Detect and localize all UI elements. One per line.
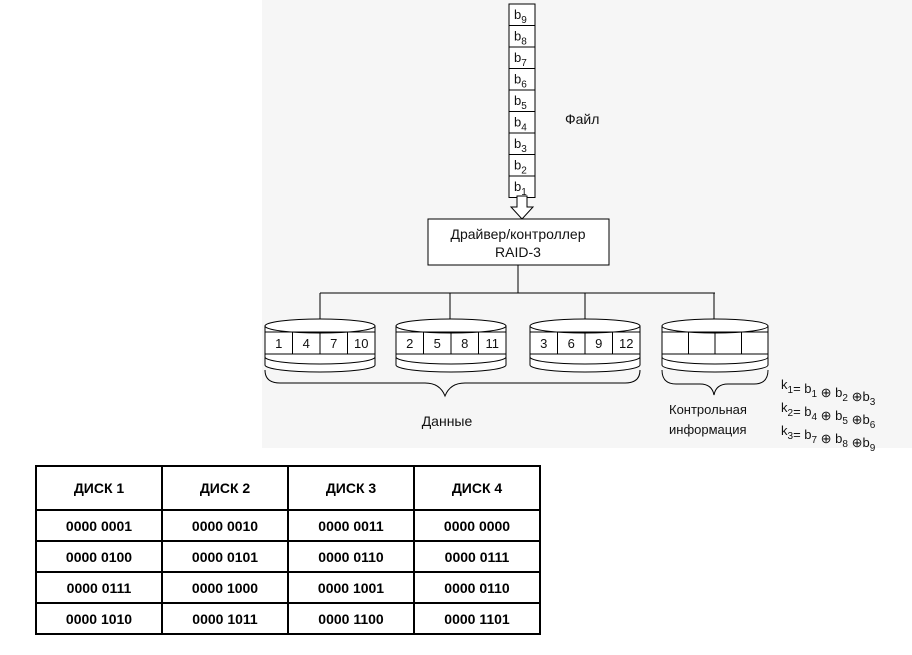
disk-segment-label: 3 [540, 336, 547, 351]
file-block-label: b4 [514, 115, 527, 134]
disk-top [264, 318, 376, 334]
table-cell: 0000 0010 [161, 509, 289, 542]
table-cell: 0000 1001 [287, 571, 415, 604]
table-row: 0000 0001 0000 0010 0000 0011 0000 0000 [35, 509, 541, 542]
data-disk-1: 1 4 7 10 [264, 293, 376, 373]
column-header-disk-1: ДИСК 1 [35, 465, 163, 511]
disk-rim [529, 356, 641, 365]
table-cell: 0000 0011 [287, 509, 415, 542]
disk-top [529, 318, 641, 334]
disk-segment-label: 9 [595, 336, 602, 351]
disk-segment-label: 6 [568, 336, 575, 351]
file-block-label: b8 [514, 29, 527, 48]
data-label: Данные [422, 413, 473, 429]
file-block-label: b2 [514, 158, 527, 177]
disk-array: 1 4 7 10 2 5 8 11 3 6 9 12 [264, 293, 769, 373]
column-header-disk-2: ДИСК 2 [161, 465, 289, 511]
parity-formula: k3= b7 ⊕ b8 ⊕b9 [781, 423, 876, 454]
table-cell: 0000 0110 [287, 540, 415, 573]
file-block-label: b6 [514, 72, 527, 91]
disk-segment-label: 8 [461, 336, 468, 351]
table-cell: 0000 0000 [413, 509, 541, 542]
column-header-disk-3: ДИСК 3 [287, 465, 415, 511]
file-block-stack: b9 b8 b7 b6 b5 b4 b3 b2 b1 [508, 3, 536, 198]
table-header-row: ДИСК 1 ДИСК 2 ДИСК 3 ДИСК 4 [35, 465, 541, 511]
controller-raid-level: RAID-3 [495, 244, 541, 260]
table-cell: 0000 0001 [35, 509, 163, 542]
file-block-label: b5 [514, 93, 527, 112]
file-label: Файл [565, 111, 599, 127]
file-block-label: b7 [514, 50, 527, 69]
disk-top [395, 318, 507, 334]
table-row: 0000 0111 0000 1000 0000 1001 0000 0110 [35, 571, 541, 604]
disk-contents-table: ДИСК 1 ДИСК 2 ДИСК 3 ДИСК 4 0000 0001 00… [35, 465, 541, 635]
parity-disk [661, 293, 769, 373]
disk-segment-label: 5 [434, 336, 441, 351]
table-cell: 0000 0100 [35, 540, 163, 573]
table-cell: 0000 0111 [35, 571, 163, 604]
parity-disk-brace [661, 369, 769, 396]
file-to-controller-arrow [509, 195, 535, 220]
disk-rim [264, 356, 376, 365]
controller-box [427, 218, 610, 266]
table-cell: 0000 1011 [161, 602, 289, 635]
disk-rim [661, 356, 769, 365]
disk-segment-label: 2 [406, 336, 413, 351]
file-block-label: b3 [514, 136, 527, 155]
data-disk-2: 2 5 8 11 [395, 293, 507, 373]
file-block-label: b1 [514, 179, 527, 198]
table-cell: 0000 0111 [413, 540, 541, 573]
table-row: 0000 1010 0000 1011 0000 1100 0000 1101 [35, 602, 541, 635]
table-cell: 0000 1100 [287, 602, 415, 635]
table-row: 0000 0100 0000 0101 0000 0110 0000 0111 [35, 540, 541, 573]
control-label-line2: информация [669, 422, 747, 437]
table-cell: 0000 0110 [413, 571, 541, 604]
column-header-disk-4: ДИСК 4 [413, 465, 541, 511]
disk-segment-label: 10 [354, 336, 368, 351]
disk-segment-label: 11 [486, 336, 500, 351]
controller-title: Драйвер/контроллер [450, 226, 585, 242]
disk-segment-label: 12 [619, 336, 633, 351]
disk-segment-label: 1 [275, 336, 282, 351]
disk-top [661, 318, 769, 334]
table-cell: 0000 1010 [35, 602, 163, 635]
raid3-diagram: b9 b8 b7 b6 b5 b4 b3 b2 b1 Файл Драйвер/контролл… [264, 3, 876, 454]
file-block-label: b9 [514, 7, 527, 26]
data-disks-brace [264, 369, 641, 398]
table-cell: 0000 1101 [413, 602, 541, 635]
disk-segment-label: 4 [303, 336, 310, 351]
control-label-line1: Контрольная [669, 402, 747, 417]
table-cell: 0000 0101 [161, 540, 289, 573]
parity-formula: k2= b4 ⊕ b5 ⊕b6 [781, 400, 876, 431]
disk-rim [395, 356, 507, 365]
parity-formula: k1= b1 ⊕ b2 ⊕b3 [781, 377, 876, 408]
table-cell: 0000 1000 [161, 571, 289, 604]
data-disk-3: 3 6 9 12 [529, 293, 641, 373]
disk-segment-label: 7 [330, 336, 337, 351]
